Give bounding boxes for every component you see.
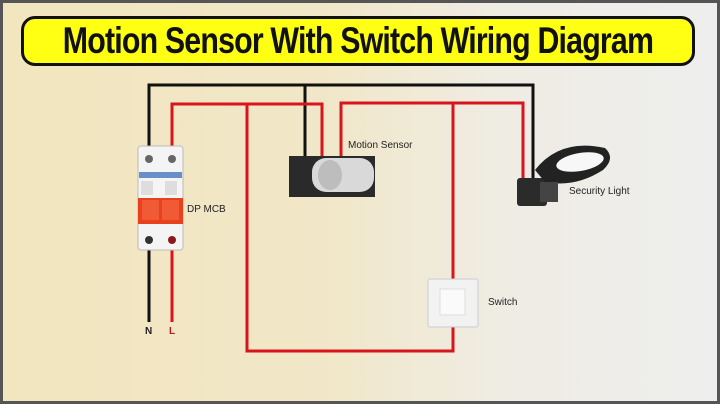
motion-sensor-label: Motion Sensor — [348, 140, 413, 151]
dp-mcb — [137, 145, 184, 251]
live-to-switch-loop-wire — [245, 104, 455, 353]
sensor-to-light-wire — [339, 101, 525, 180]
neutral-label: N — [145, 326, 153, 337]
live-label: L — [169, 326, 176, 337]
switch-label: Switch — [488, 297, 518, 308]
diagram-title: Motion Sensor With Switch Wiring Diagram — [62, 20, 654, 61]
neutral-main-wire — [147, 83, 535, 180]
motion-sensor-device — [289, 156, 375, 197]
wiring-diagram — [137, 83, 611, 353]
security-light-device — [517, 145, 611, 206]
live-wires — [170, 101, 525, 353]
security-light-label: Security Light — [569, 186, 630, 197]
mcb-label: DP MCB — [187, 204, 226, 215]
title-banner: Motion Sensor With Switch Wiring Diagram — [21, 16, 695, 66]
neutral-wires — [147, 83, 535, 322]
switch-device[interactable] — [427, 278, 479, 328]
